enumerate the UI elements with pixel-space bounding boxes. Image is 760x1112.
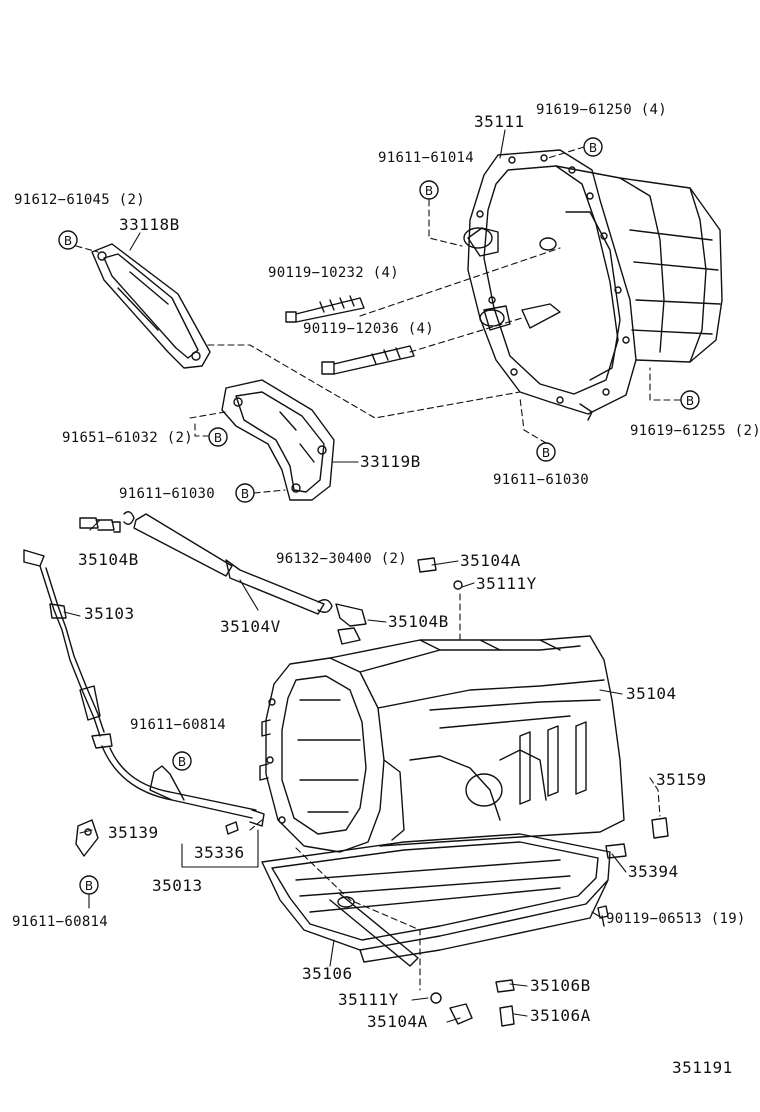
part-label-35139: 35139 [108,823,159,842]
b-marker-icon: B [583,137,603,157]
part-label-91611-60814-upper: 91611−60814 [130,717,227,733]
b-marker-icon: B [58,230,78,250]
part-label-91619-61255: 91619−61255 (2) [630,423,760,439]
part-label-35103: 35103 [84,604,135,623]
svg-text:B: B [542,446,550,460]
svg-text:B: B [589,141,597,155]
part-label-91619-61250: 91619−61250 (4) [536,102,667,118]
part-label-33119B: 33119B [360,452,421,471]
part-label-35111: 35111 [474,112,525,131]
svg-text:B: B [85,879,93,893]
b-marker-icon: B [79,875,99,895]
svg-text:B: B [425,184,433,198]
b-marker-icon: B [536,442,556,462]
part-label-35159: 35159 [656,770,707,789]
bracket-33119B [221,379,335,501]
svg-text:B: B [214,431,222,445]
part-label-35394: 35394 [628,862,679,881]
svg-text:B: B [178,755,186,769]
svg-text:B: B [686,394,694,408]
b-marker-group: B B B B B B B B B [58,137,700,895]
part-label-96132-30400: 96132−30400 (2) [276,551,407,567]
part-label-35104A-bottom: 35104A [367,1012,428,1031]
part-label-35111Y-bottom: 35111Y [338,990,399,1009]
part-label-91651-61032: 91651−61032 (2) [62,430,193,446]
part-label-33118B: 33118B [119,215,180,234]
svg-text:B: B [241,487,249,501]
hose-assembly [79,511,463,645]
part-label-91611-60814-lower: 91611−60814 [12,914,109,930]
clamp-35139 [75,819,99,857]
part-label-90119-10232: 90119−10232 (4) [268,265,399,281]
small-parts [225,817,669,1027]
part-label-91611-61030-lower: 91611−61030 [493,472,590,488]
part-label-35013: 35013 [152,876,203,895]
b-marker-icon: B [235,483,255,503]
part-label-90119-06513: 90119−06513 (19) [606,911,746,927]
part-label-35336: 35336 [194,843,245,862]
dashed-leaders [75,146,681,991]
part-label-35111Y-top: 35111Y [476,574,537,593]
svg-text:B: B [64,234,72,248]
b-marker-icon: B [172,751,192,771]
part-label-35104A-top: 35104A [460,551,521,570]
oil-pan-35106 [261,833,611,967]
solid-leaders [63,129,627,1023]
part-label-35104: 35104 [626,684,677,703]
b-marker-icon: B [208,427,228,447]
diagram-id: 351191 [672,1058,733,1077]
b-marker-icon: B [419,180,439,200]
part-label-35104V: 35104V [220,617,281,636]
dipstick-35103 [23,549,265,827]
transmission-housing-35111 [463,149,723,421]
bracket-33118B [91,243,211,369]
part-label-35104B-top: 35104B [78,550,139,569]
part-label-35104B-mid: 35104B [388,612,449,631]
part-label-90119-12036: 90119−12036 (4) [303,321,434,337]
part-label-35106: 35106 [302,964,353,983]
part-label-91611-61014: 91611−61014 [378,150,475,166]
part-label-35106A: 35106A [530,1006,591,1025]
part-label-35106B: 35106B [530,976,591,995]
long-bolts [285,295,415,375]
part-label-91611-61030-upper: 91611−61030 [119,486,216,502]
transmission-case-35104 [259,635,625,853]
part-label-91612-61045: 91612−61045 (2) [14,192,145,208]
b-marker-icon: B [680,390,700,410]
